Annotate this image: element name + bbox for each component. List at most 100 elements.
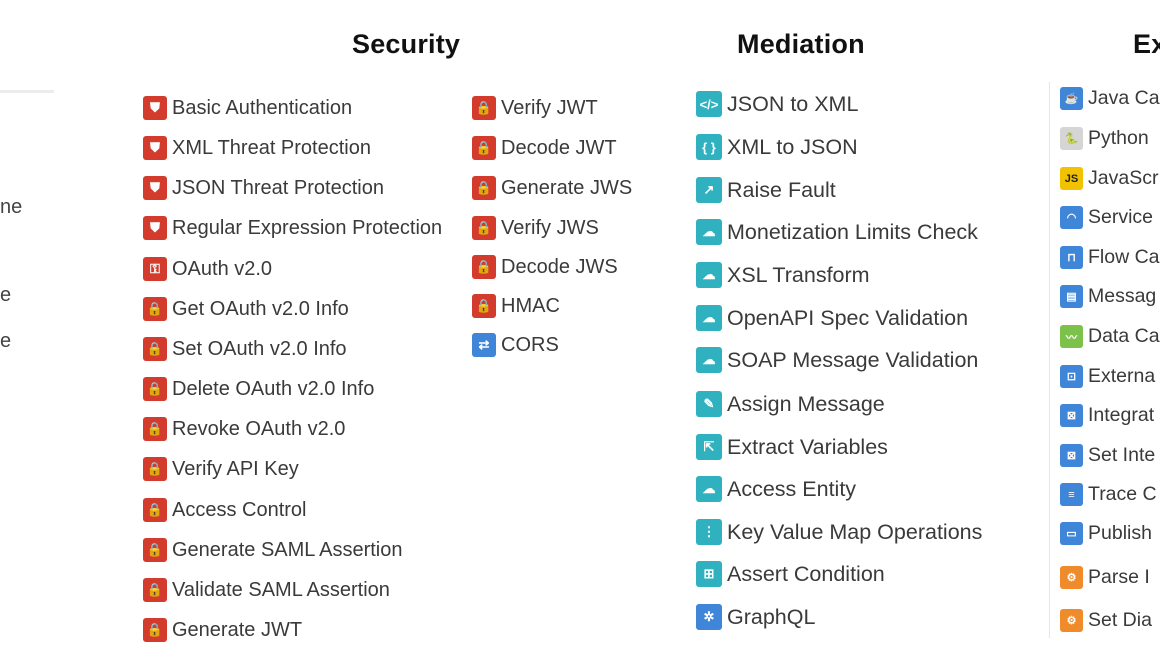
policy-item[interactable]: </>JSON to XML [696,91,858,117]
external-icon: ⊡ [1060,365,1083,388]
policy-item[interactable]: 🔒Validate SAML Assertion [143,578,390,602]
policy-label: Data Ca [1088,325,1160,347]
policy-item[interactable]: ⋮Key Value Map Operations [696,519,982,545]
policy-label: XML to JSON [727,134,858,159]
policy-item[interactable]: ☁Monetization Limits Check [696,219,978,245]
policy-label: Regular Expression Protection [172,216,443,239]
policy-item[interactable]: 🔒Verify JWS [472,216,599,240]
extract-icon: ⇱ [696,434,722,460]
policy-item[interactable]: ⛊XML Threat Protection [143,136,371,160]
policy-label: GraphQL [727,604,816,629]
shield-icon: ⛊ [143,176,167,200]
policy-label: Set Dia [1088,609,1152,631]
policy-label: Revoke OAuth v2.0 [172,417,346,440]
parse-icon: ⚙ [1060,566,1083,589]
policy-label: Python [1088,127,1149,149]
policy-item[interactable]: ⛊Basic Authentication [143,96,352,120]
policy-item[interactable]: ▤Messag [1060,285,1156,308]
policy-item[interactable]: 🔒Generate SAML Assertion [143,538,403,562]
policy-item[interactable]: ⇱Extract Variables [696,434,888,460]
lock-icon: 🔒 [143,578,167,602]
policy-item[interactable]: ✲GraphQL [696,604,815,630]
policy-item[interactable]: ⊡Externa [1060,365,1155,388]
policy-item[interactable]: 🔒Verify JWT [472,96,598,120]
security-heading: Security [352,29,461,59]
flow-icon: ⊓ [1060,246,1083,269]
extension-heading: Ex [1133,29,1160,59]
policy-item[interactable]: { }XML to JSON [696,134,858,160]
graphql-icon: ✲ [696,604,722,630]
policy-item[interactable]: ☁OpenAPI Spec Validation [696,305,968,331]
policy-item[interactable]: ☁Access Entity [696,476,856,502]
service-icon: ◠ [1060,206,1083,229]
policy-label: Java Ca [1088,87,1160,109]
policy-item[interactable]: 🔒Set OAuth v2.0 Info [143,337,347,361]
left-panel-fragment: ne [0,196,23,218]
policy-label: Verify API Key [172,457,299,480]
policy-item[interactable]: ☁XSL Transform [696,262,870,288]
left-panel-fragment: e [0,330,12,352]
lock-icon: 🔒 [472,294,496,318]
policy-label: Validate SAML Assertion [172,578,390,601]
policy-label: XML Threat Protection [172,136,371,159]
policy-item[interactable]: 🔒Get OAuth v2.0 Info [143,297,349,321]
cloud-check-icon: ☁ [696,476,722,502]
policy-label: Integrat [1088,404,1155,426]
cloud-check-icon: ☁ [696,305,722,331]
policy-label: Flow Ca [1088,246,1160,268]
policy-item[interactable]: ≡Trace C [1060,483,1157,506]
lock-icon: 🔒 [143,297,167,321]
policy-item[interactable]: ☁SOAP Message Validation [696,347,978,373]
policy-item[interactable]: ☕Java Ca [1060,87,1160,110]
policy-item[interactable]: 🔒Generate JWT [143,618,302,642]
policy-item[interactable]: 〰Data Ca [1060,325,1160,348]
policy-item[interactable]: 🔒Revoke OAuth v2.0 [143,417,345,441]
lock-icon: 🔒 [472,176,496,200]
policy-item[interactable]: ⚙Set Dia [1060,609,1152,632]
policy-label: Generate JWT [172,618,303,641]
policy-item[interactable]: ⚿OAuth v2.0 [143,257,272,281]
policy-label: Decode JWS [501,255,618,278]
braces-icon: { } [696,134,722,160]
integration-icon: ⊠ [1060,444,1083,467]
policy-item[interactable]: ▭Publish [1060,522,1152,545]
policy-item[interactable]: ⛊Regular Expression Protection [143,216,442,240]
left-panel-fragment: e [0,284,12,306]
lock-icon: 🔒 [143,498,167,522]
policy-item[interactable]: 🔒Generate JWS [472,176,632,200]
policy-item[interactable]: ⛊JSON Threat Protection [143,176,384,200]
javascript-icon: JS [1060,167,1083,190]
policy-label: Publish [1088,522,1152,544]
policy-item[interactable]: 🔒Access Control [143,498,307,522]
policy-item[interactable]: ⊞Assert Condition [696,561,885,587]
diag-icon: ⚙ [1060,609,1083,632]
policy-item[interactable]: ⚙Parse I [1060,566,1150,589]
policy-label: SOAP Message Validation [727,347,979,372]
policy-label: Extract Variables [727,434,888,459]
policy-item[interactable]: ✎Assign Message [696,391,885,417]
policy-item[interactable]: ⊓Flow Ca [1060,246,1160,269]
policy-item[interactable]: ⊠Integrat [1060,404,1154,427]
code-icon: </> [696,91,722,117]
cloud-check-icon: ☁ [696,219,722,245]
policy-item[interactable]: ◠Service [1060,206,1153,229]
policy-label: Service [1088,206,1154,228]
policy-item[interactable]: ⇄CORS [472,333,559,357]
left-panel-divider [0,90,54,93]
policy-item[interactable]: ⊠Set Inte [1060,444,1155,467]
python-icon: 🐍 [1060,127,1083,150]
pencil-icon: ✎ [696,391,722,417]
java-icon: ☕ [1060,87,1083,110]
policy-label: Trace C [1088,483,1157,505]
policy-item[interactable]: ↗Raise Fault [696,177,836,203]
policy-item[interactable]: 🔒Decode JWT [472,136,617,160]
policy-item[interactable]: 🔒Decode JWS [472,255,618,279]
policy-item[interactable]: 🔒Delete OAuth v2.0 Info [143,377,374,401]
policy-label: Raise Fault [727,177,836,202]
kvm-icon: ⋮ [696,519,722,545]
policy-item[interactable]: 🔒HMAC [472,294,560,318]
policy-item[interactable]: 🐍Python [1060,127,1149,150]
policy-label: Parse I [1088,566,1150,588]
policy-item[interactable]: 🔒Verify API Key [143,457,299,481]
